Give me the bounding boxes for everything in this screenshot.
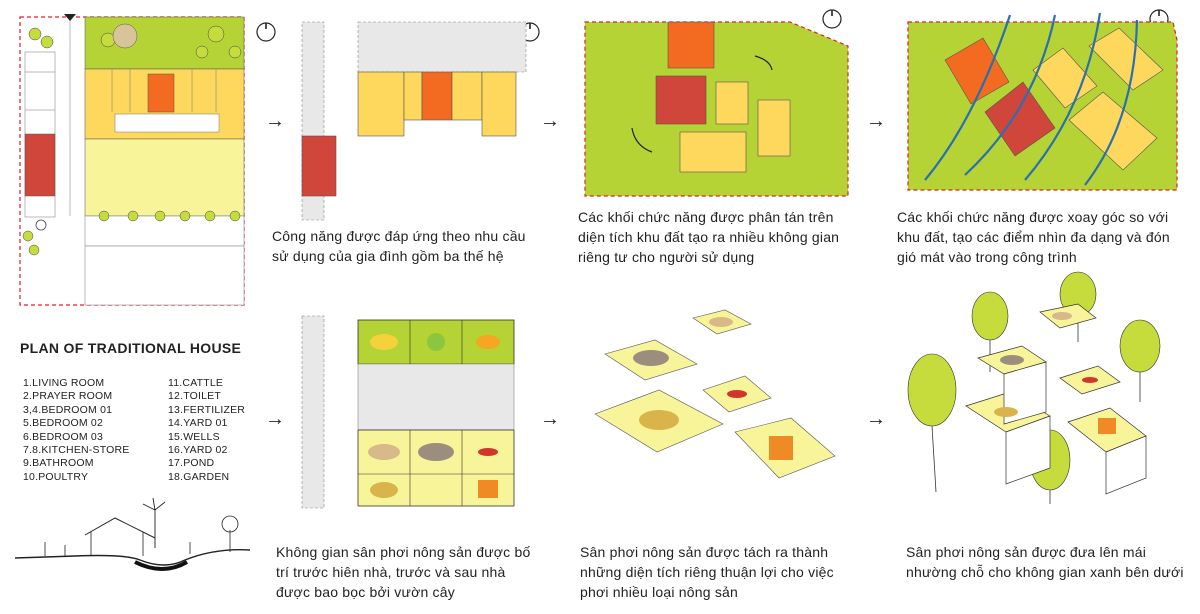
well-icon [35, 219, 47, 231]
legend-item: 11.CATTLE [168, 377, 224, 389]
legend-item: 3,4.BEDROOM 01 [23, 403, 113, 416]
legend-item: 16.YARD 02 [168, 444, 228, 457]
legend-item: 6.BEDROOM 03 [23, 430, 104, 443]
flow-arrow: → [265, 408, 285, 430]
compass-icon [822, 9, 842, 29]
legend-item: 12.TOILET [168, 390, 221, 403]
caption-step4: Không gian sân phơi nông sản được bố trí… [276, 544, 531, 600]
plan-title: PLAN OF TRADITIONAL HOUSE [20, 340, 242, 356]
kitchen-store [24, 133, 56, 197]
kitchen-block [984, 81, 1056, 157]
caption-step3: Các khối chức năng được xoay góc so với … [897, 209, 1170, 265]
chili-icon [478, 448, 498, 456]
compass-icon [256, 22, 276, 42]
step4-diagram [301, 315, 515, 509]
legend-item: 17.POND [168, 457, 215, 470]
wind-arrows [924, 12, 1139, 186]
legend-right: 11.CATTLE 12.TOILET 13.FERTILIZER 14.YAR… [168, 377, 245, 484]
legend-item: 18.GARDEN [168, 470, 230, 483]
legend-item: 13.FERTILIZER [168, 403, 246, 416]
grain-icon [370, 482, 398, 498]
legend-item: 5.BEDROOM 02 [23, 417, 104, 430]
flow-arrow: → [265, 110, 285, 132]
step5-diagram [594, 309, 836, 479]
pond [84, 245, 245, 306]
dried-fish-icon [418, 443, 454, 461]
legend-item: 10.POULTRY [23, 470, 89, 483]
kitchen-block [655, 75, 707, 125]
prayer-block [944, 37, 1010, 105]
banana-icon [370, 334, 398, 350]
haystack-icon [112, 23, 138, 49]
north-marker [64, 14, 76, 21]
yard-01 [84, 138, 245, 217]
caption-step1: Công năng được đáp ứng theo nhu cầu sử d… [272, 228, 526, 264]
legend-item: 2.PRAYER ROOM [23, 390, 113, 403]
legend-item: 14.YARD 01 [168, 417, 228, 430]
tree-sketch-icon [221, 515, 239, 533]
prayer-room [147, 73, 175, 113]
step6-diagram [907, 271, 1161, 504]
tree-icons [22, 25, 242, 256]
caption-step5: Sân phơi nông sản được tách ra thành nhữ… [580, 544, 834, 600]
flow-arrow: → [866, 110, 886, 132]
legend-left: 1.LIVING ROOM 2.PRAYER ROOM 3,4.BEDROOM … [23, 377, 129, 484]
rotate-arrow-icon [631, 127, 653, 153]
kitchen-block [301, 135, 337, 197]
legend-item: 15.WELLS [168, 430, 220, 443]
legend-item: 9.BATHROOM [23, 457, 94, 470]
legend-item: 1.LIVING ROOM [23, 377, 105, 389]
carrot-icon [478, 480, 498, 498]
legend-item: 7.8.KITCHEN-STORE [23, 444, 130, 457]
ginger-icon [368, 444, 400, 460]
site-plan [19, 14, 245, 306]
caption-step2: Các khối chức năng được phân tán trên di… [578, 209, 840, 265]
rotate-arrow-icon [754, 55, 773, 71]
prayer-block [667, 21, 715, 69]
yard-02 [84, 215, 245, 247]
guava-icon [427, 333, 445, 351]
section-sketch [14, 497, 251, 571]
flow-arrow: → [540, 110, 560, 132]
palm-tree-icon [142, 497, 166, 548]
step1-diagram [301, 21, 527, 221]
starfruit-icon [476, 335, 500, 349]
caption-step6: Sân phơi nông sản được đưa lên mái nhườn… [906, 544, 1184, 580]
flow-arrow: → [866, 408, 886, 430]
step3-diagram [907, 12, 1178, 191]
flow-arrow: → [540, 408, 560, 430]
step2-diagram [584, 21, 849, 197]
